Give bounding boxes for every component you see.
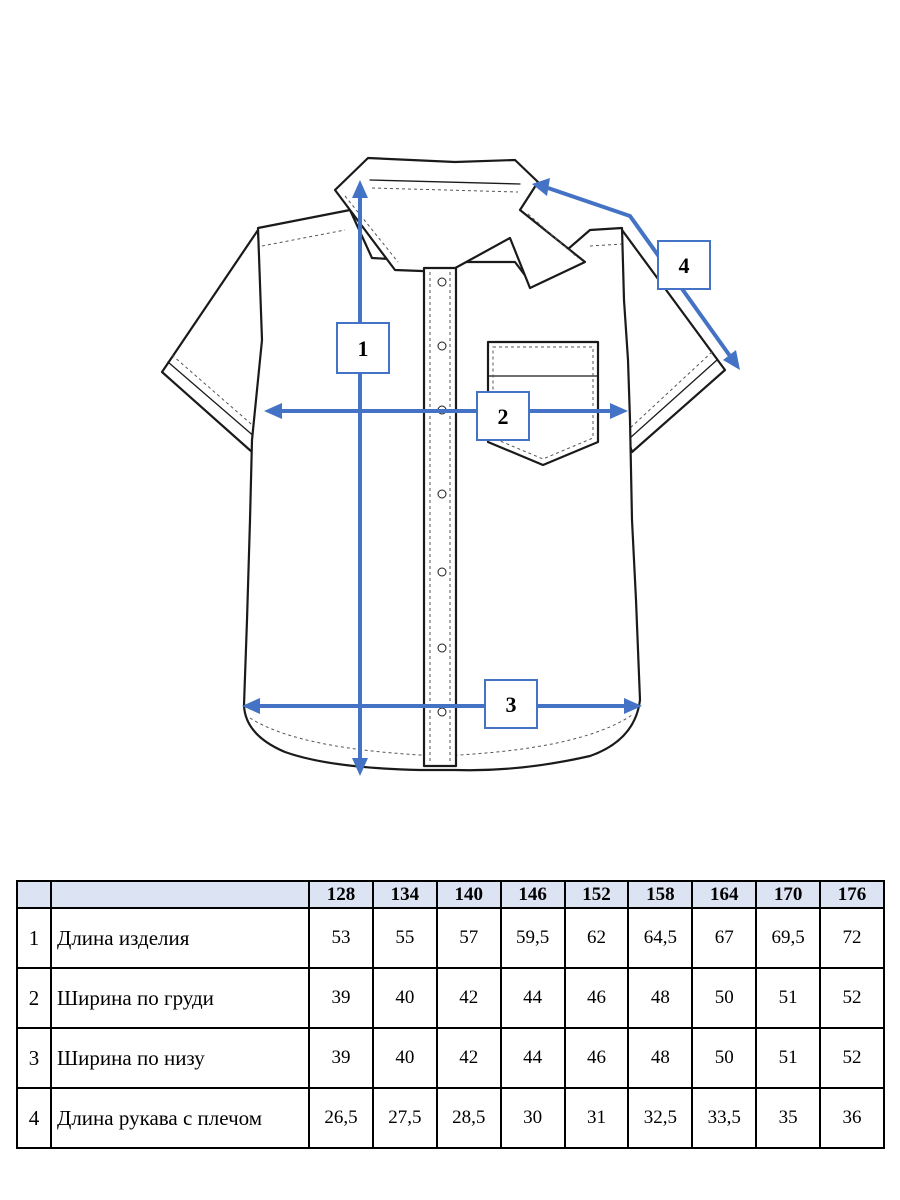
table-cell: 35 bbox=[755, 1087, 821, 1149]
table-cell: 62 bbox=[563, 907, 630, 969]
table-cell: 67 bbox=[691, 907, 758, 969]
table-cell: 28,5 bbox=[435, 1087, 502, 1149]
row-number: 2 bbox=[16, 967, 52, 1029]
table-cell: 42 bbox=[435, 1027, 502, 1089]
placket bbox=[422, 266, 458, 768]
table-cell: 36 bbox=[819, 1087, 885, 1149]
row-number: 4 bbox=[16, 1087, 52, 1149]
size-header-row: 128 134 140 146 152 158 164 170 176 bbox=[16, 880, 885, 909]
row-name: Длина рукава с плечом bbox=[50, 1087, 310, 1149]
table-cell: 44 bbox=[499, 1027, 566, 1089]
shirt-measurement-diagram: 1 2 3 4 bbox=[160, 156, 740, 776]
svg-text:4: 4 bbox=[679, 253, 690, 278]
header-size-158: 158 bbox=[627, 880, 694, 909]
row-name: Длина изделия bbox=[50, 907, 310, 969]
row-number: 1 bbox=[16, 907, 52, 969]
arrow-chest-width bbox=[264, 403, 628, 419]
table-cell: 39 bbox=[308, 967, 374, 1029]
table-cell: 48 bbox=[627, 967, 694, 1029]
table-cell: 51 bbox=[755, 967, 821, 1029]
row-name: Ширина по низу bbox=[50, 1027, 310, 1089]
table-cell: 52 bbox=[819, 1027, 885, 1089]
svg-text:1: 1 bbox=[358, 336, 369, 361]
table-cell: 30 bbox=[499, 1087, 566, 1149]
header-size-134: 134 bbox=[371, 880, 438, 909]
header-size-128: 128 bbox=[308, 880, 374, 909]
header-size-164: 164 bbox=[691, 880, 758, 909]
table-row: 4 Длина рукава с плечом 26,5 27,5 28,5 3… bbox=[16, 1087, 885, 1149]
table-row: 1 Длина изделия 53 55 57 59,5 62 64,5 67… bbox=[16, 907, 885, 969]
table-row: 2 Ширина по груди 39 40 42 44 46 48 50 5… bbox=[16, 967, 885, 1029]
left-sleeve bbox=[160, 228, 270, 454]
arrow-hem-width bbox=[242, 698, 642, 714]
table-cell: 50 bbox=[691, 1027, 758, 1089]
table-cell: 44 bbox=[499, 967, 566, 1029]
table-cell: 72 bbox=[819, 907, 885, 969]
header-size-146: 146 bbox=[499, 880, 566, 909]
header-size-152: 152 bbox=[563, 880, 630, 909]
table-cell: 46 bbox=[563, 1027, 630, 1089]
table-row: 3 Ширина по низу 39 40 42 44 46 48 50 51… bbox=[16, 1027, 885, 1089]
row-name: Ширина по груди bbox=[50, 967, 310, 1029]
arrow-sleeve-length bbox=[532, 178, 740, 370]
table-cell: 27,5 bbox=[371, 1087, 438, 1149]
table-cell: 26,5 bbox=[308, 1087, 374, 1149]
row-number: 3 bbox=[16, 1027, 52, 1089]
label-1: 1 bbox=[336, 322, 390, 374]
table-cell: 39 bbox=[308, 1027, 374, 1089]
header-size-176: 176 bbox=[819, 880, 885, 909]
table-cell: 57 bbox=[435, 907, 502, 969]
table-cell: 32,5 bbox=[627, 1087, 694, 1149]
table-cell: 42 bbox=[435, 967, 502, 1029]
table-cell: 55 bbox=[371, 907, 438, 969]
table-cell: 46 bbox=[563, 967, 630, 1029]
table-cell: 53 bbox=[308, 907, 374, 969]
table-cell: 64,5 bbox=[627, 907, 694, 969]
table-cell: 48 bbox=[627, 1027, 694, 1089]
table-cell: 69,5 bbox=[755, 907, 821, 969]
header-cell bbox=[16, 880, 52, 909]
table-cell: 40 bbox=[371, 1027, 438, 1089]
header-size-140: 140 bbox=[435, 880, 502, 909]
label-3: 3 bbox=[484, 679, 538, 729]
size-table: 128 134 140 146 152 158 164 170 176 1 Дл… bbox=[16, 880, 885, 1149]
table-cell: 33,5 bbox=[691, 1087, 758, 1149]
table-cell: 52 bbox=[819, 967, 885, 1029]
table-cell: 51 bbox=[755, 1027, 821, 1089]
arrow-length bbox=[352, 180, 368, 776]
header-cell bbox=[50, 880, 310, 909]
label-2: 2 bbox=[476, 391, 530, 441]
svg-text:3: 3 bbox=[506, 692, 517, 717]
table-cell: 50 bbox=[691, 967, 758, 1029]
table-cell: 31 bbox=[563, 1087, 630, 1149]
svg-text:2: 2 bbox=[498, 404, 509, 429]
label-4: 4 bbox=[657, 240, 711, 290]
table-cell: 40 bbox=[371, 967, 438, 1029]
table-cell: 59,5 bbox=[499, 907, 566, 969]
header-size-170: 170 bbox=[755, 880, 821, 909]
